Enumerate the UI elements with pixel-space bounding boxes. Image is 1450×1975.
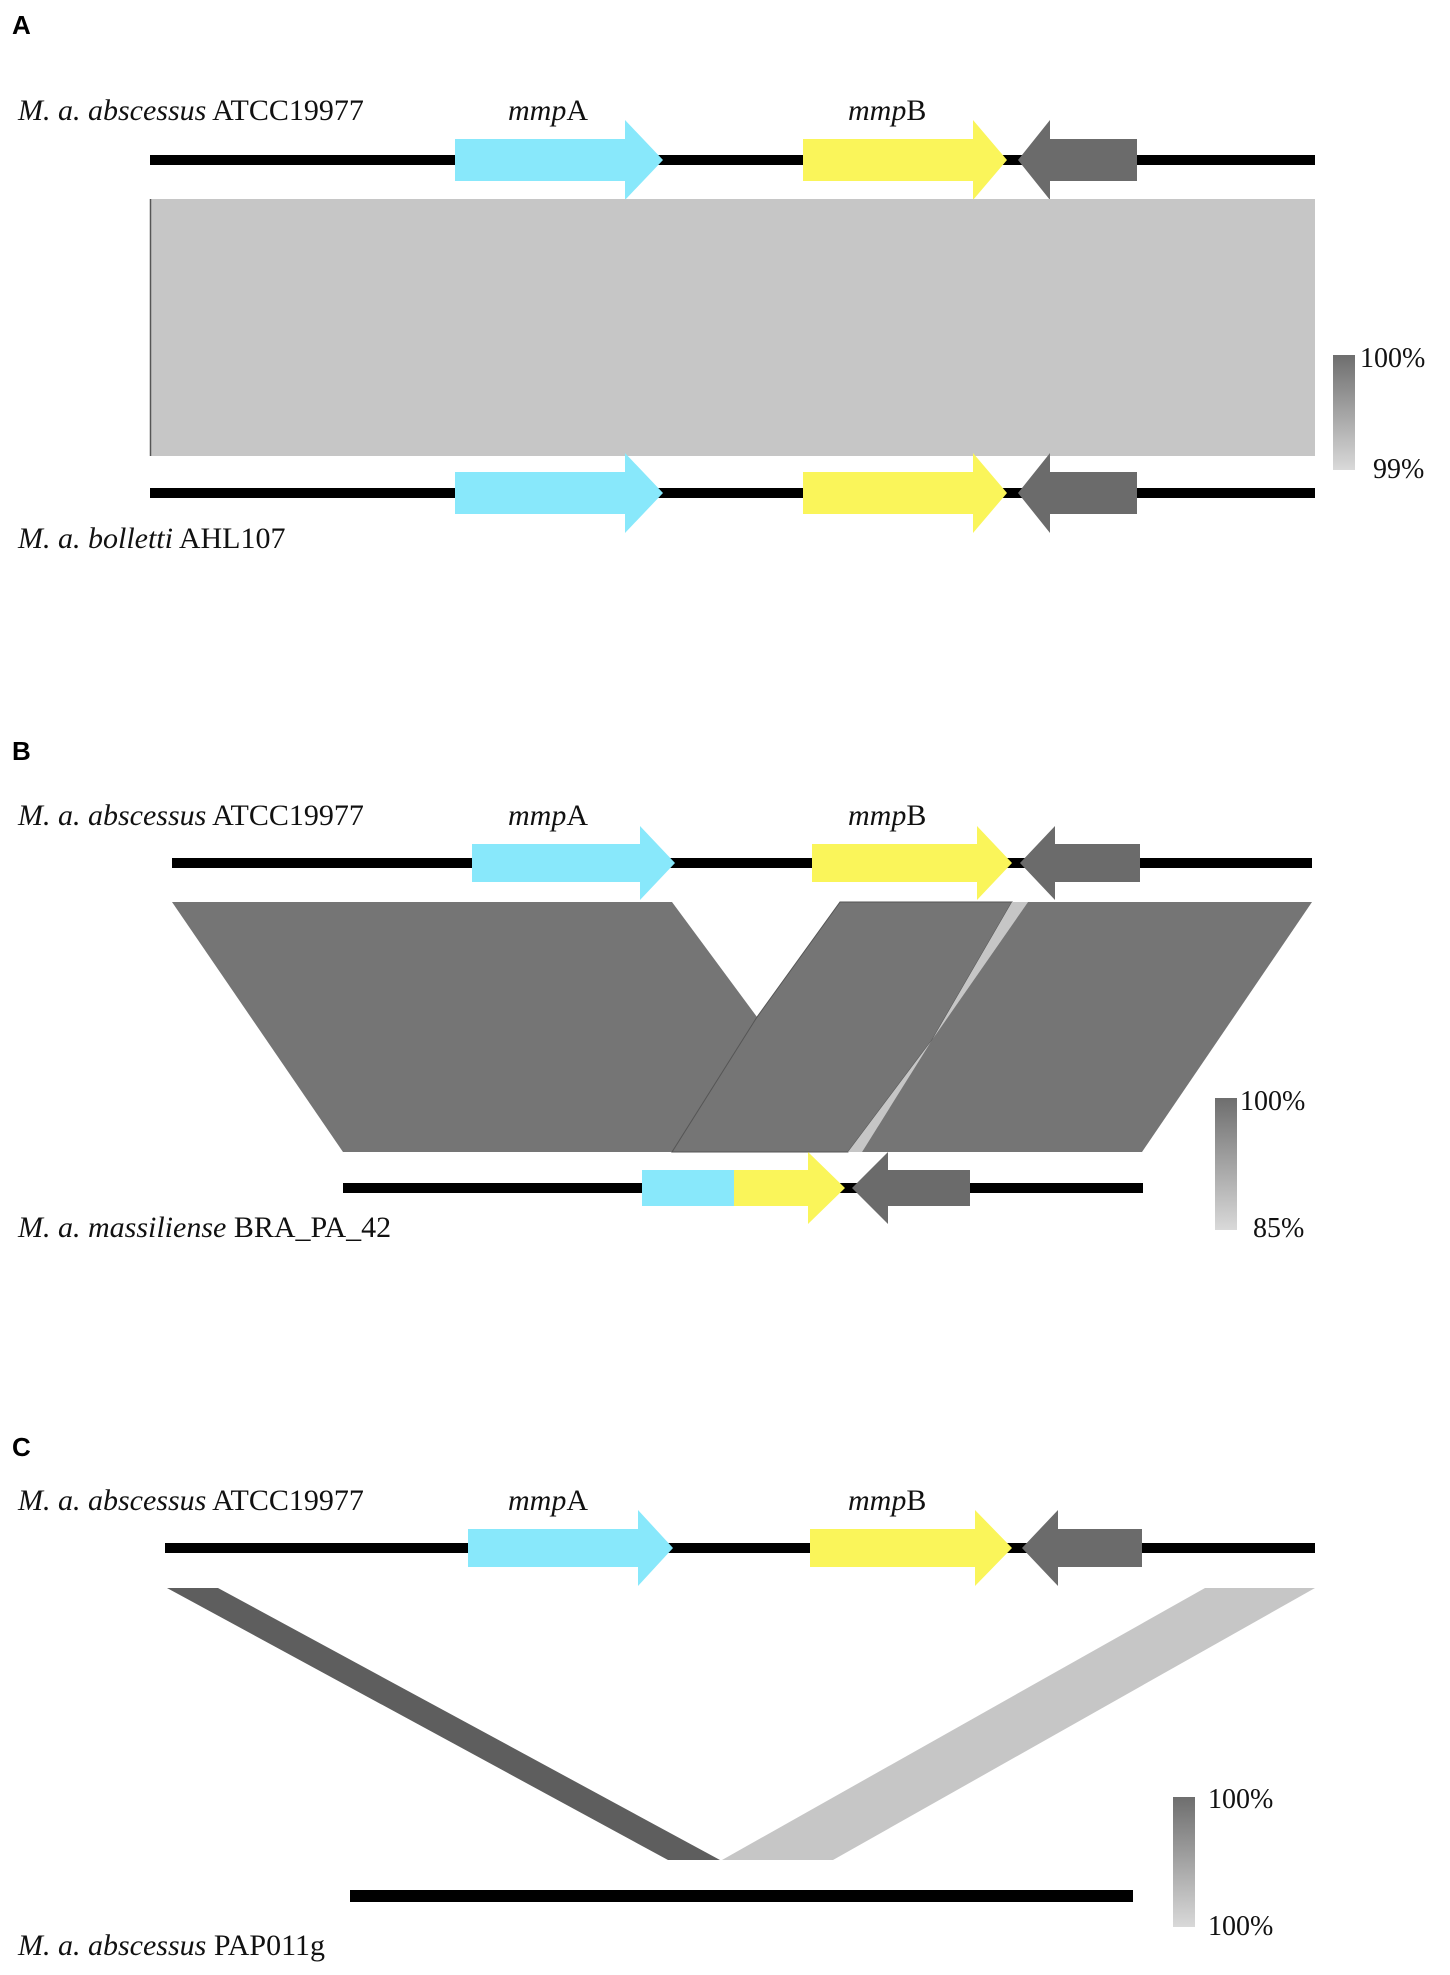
mmpA-label-c: mmpA — [508, 1484, 588, 1517]
top-backbone-a — [150, 155, 1315, 165]
fused-mmpB-arrow — [734, 1152, 845, 1224]
mmpB-gene-arrow — [812, 826, 1012, 900]
mmpA-label-b: mmpA — [508, 799, 588, 832]
homology-ribbon-light — [722, 1588, 1315, 1860]
top-strain-label-c: M. a. abscessus ATCC19977 — [17, 1484, 364, 1517]
panel-letter-c: C — [12, 1432, 31, 1462]
identity-scale-min-b: 85% — [1253, 1213, 1304, 1244]
mmpB-gene-arrow — [810, 1510, 1012, 1586]
top-strain-label-b: M. a. abscessus ATCC19977 — [17, 799, 364, 832]
panel-letter-a: A — [12, 10, 31, 40]
top-strain-label-a: M. a. abscessus ATCC19977 — [17, 94, 364, 127]
bottom-strain-label-c: M. a. abscessus PAP011g — [17, 1929, 325, 1962]
identity-scale-bar-b — [1215, 1098, 1237, 1230]
identity-scale-min-a: 99% — [1373, 454, 1424, 485]
panel-b: B M. a. abscessus ATCC19977 mmpA mmpB M.… — [12, 736, 1312, 1244]
flank-gene-arrow — [1018, 120, 1137, 200]
panel-c: C M. a. abscessus ATCC19977 mmpA mmpB M.… — [12, 1432, 1315, 1962]
mmpA-gene-arrow — [455, 120, 663, 200]
top-backbone-b — [172, 858, 1312, 868]
bottom-strain-label-b: M. a. massiliense BRA_PA_42 — [17, 1211, 391, 1244]
mmpA-gene-arrow — [455, 453, 663, 533]
mmpB-label-a: mmpB — [848, 94, 926, 127]
bottom-backbone-a — [150, 488, 1315, 498]
homology-ribbon-dark — [167, 1588, 720, 1860]
flank-gene-arrow — [1020, 826, 1140, 900]
mmpB-label-c: mmpB — [848, 1484, 926, 1517]
homology-block-mmpA — [172, 902, 757, 1152]
mmpA-gene-arrow — [472, 826, 675, 900]
identity-scale-max-b: 100% — [1240, 1086, 1305, 1117]
mmpA-label-a: mmpA — [508, 94, 588, 127]
top-backbone-c — [165, 1543, 1315, 1553]
mmpB-label-b: mmpB — [848, 799, 926, 832]
identity-scale-bar-a — [1333, 355, 1355, 470]
identity-scale-max-a: 100% — [1360, 343, 1425, 374]
homology-block-a — [150, 199, 1315, 456]
bottom-strain-label-a: M. a. bolletti AHL107 — [17, 522, 285, 555]
homology-block-low-identity — [848, 902, 1028, 1152]
homology-block-flank — [862, 902, 1312, 1152]
panel-letter-b: B — [12, 736, 31, 766]
fused-mmpA-segment — [642, 1170, 734, 1206]
bottom-backbone-c — [350, 1890, 1133, 1902]
flank-gene-arrow — [852, 1152, 970, 1224]
identity-scale-bar-c — [1173, 1797, 1195, 1927]
flank-gene-arrow — [1022, 1510, 1142, 1586]
mmpB-gene-arrow — [803, 120, 1007, 200]
identity-scale-min-c: 100% — [1208, 1911, 1273, 1942]
mmpA-gene-arrow — [468, 1510, 673, 1586]
mmpB-gene-arrow — [803, 453, 1007, 533]
flank-gene-arrow — [1018, 453, 1137, 533]
panel-a: A M. a. abscessus ATCC19977 mmpA mmpB M.… — [12, 10, 1425, 555]
identity-scale-max-c: 100% — [1208, 1784, 1273, 1815]
